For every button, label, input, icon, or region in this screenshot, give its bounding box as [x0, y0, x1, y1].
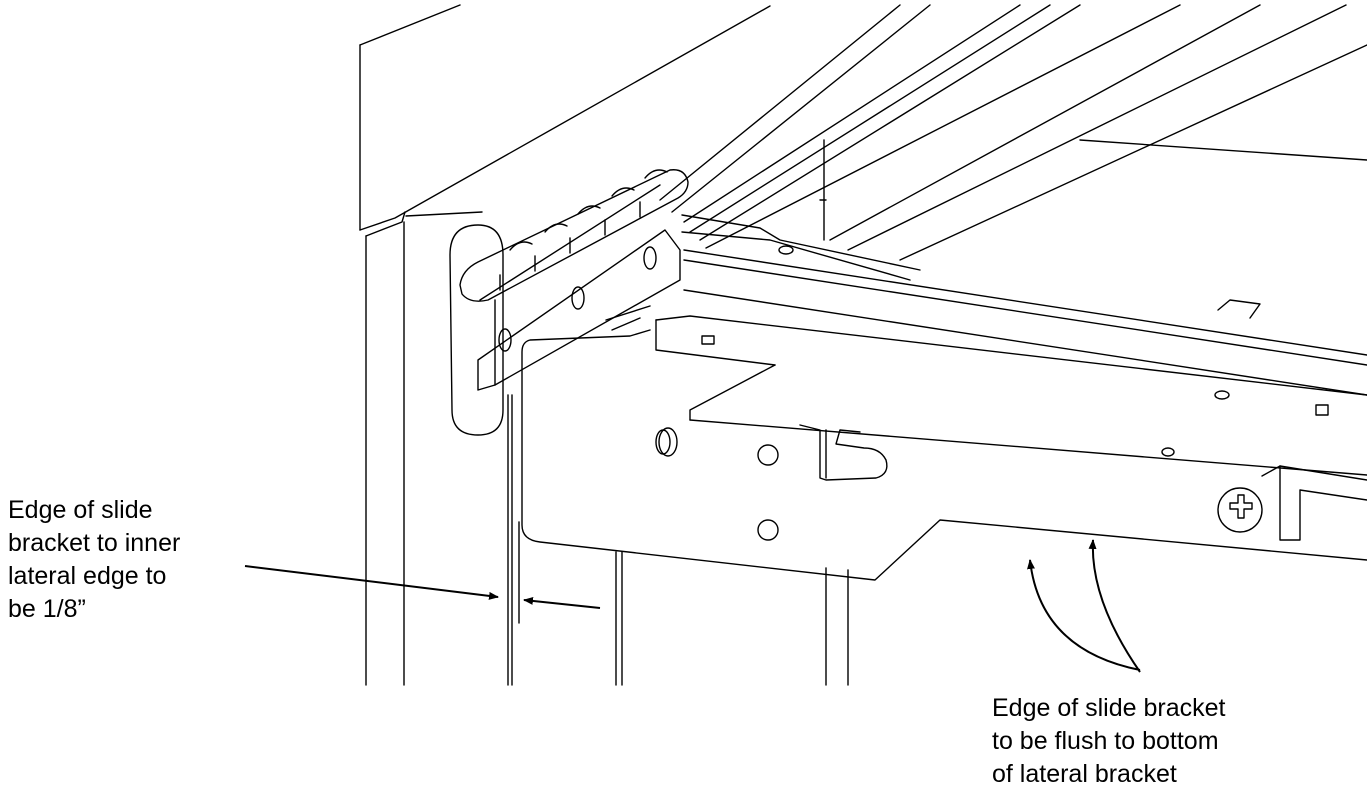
- callout-left-line-1: Edge of slide: [8, 496, 153, 524]
- upper-rails: [659, 4, 1367, 261]
- callout-left-line-4: be 1/8”: [8, 595, 86, 623]
- callout-right-line-2: to be flush to bottom: [992, 727, 1219, 755]
- rail-bracket: [681, 214, 1367, 396]
- left-arrow-1: [244, 565, 499, 600]
- callout-left-line-3: lateral edge to: [8, 562, 167, 590]
- cabinet-top-panel: [359, 4, 771, 237]
- callout-left-line-2: bracket to inner: [8, 529, 181, 557]
- callout-right: Edge of slide bracket to be flush to bot…: [992, 692, 1225, 791]
- callout-right-line-3: of lateral bracket: [992, 760, 1177, 788]
- callout-right-line-1: Edge of slide bracket: [992, 694, 1226, 722]
- right-arrow-1: [1027, 559, 1141, 671]
- callout-left: Edge of slide bracket to inner lateral e…: [8, 494, 180, 626]
- right-arrow-2: [1088, 539, 1141, 673]
- cabinet-side-panel: [365, 211, 849, 686]
- left-arrow-2: [523, 596, 601, 609]
- hinge-plate: [449, 169, 689, 436]
- slide-bracket: [521, 305, 1367, 581]
